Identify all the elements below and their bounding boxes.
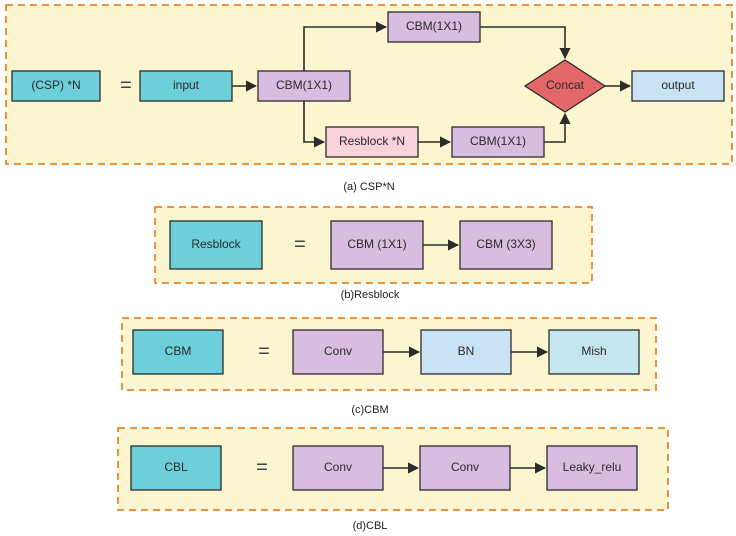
resblock-label: Resblock *N [339, 134, 405, 148]
cbm-bottom-label: CBM(1X1) [470, 134, 526, 148]
cbm-mish-label: Mish [581, 344, 606, 358]
output-box [631, 70, 725, 102]
cbm-bn-label: BN [458, 344, 475, 358]
input-box [139, 70, 233, 102]
cbm-conv-label: Conv [324, 344, 352, 358]
resblock-lhs-box [169, 220, 263, 270]
cbm-bn-box [420, 329, 512, 375]
cbl-conv2-label: Conv [451, 460, 479, 474]
arrow-to-cbm-top [303, 21, 388, 71]
cbl-leaky-label: Leaky_relu [563, 460, 622, 474]
cbl-conv1-label: Conv [324, 460, 352, 474]
resblock-box2 [459, 220, 553, 270]
input-label: input [173, 78, 200, 92]
caption-cbl: (d)CBL [353, 520, 388, 532]
concat-diamond [523, 59, 607, 113]
cbl-conv2-box [419, 445, 511, 491]
csp-equals: = [120, 74, 132, 96]
cbm-bottom-box [451, 126, 545, 158]
caption-resblock: (b)Resblock [341, 289, 400, 301]
caption-csp: (a) CSP*N [343, 181, 394, 193]
concat-label: Concat [546, 78, 585, 92]
cbm-top-box [387, 11, 481, 43]
csp-lhs-label: (CSP) *N [31, 78, 80, 92]
cbl-lhs-label: CBL [164, 460, 188, 474]
cbl-lhs-box [130, 445, 222, 491]
arrow-cbm-bottom-to-concat [544, 112, 571, 143]
arrow-to-resblock [303, 101, 326, 148]
csp-lhs-box [11, 70, 101, 102]
cbm-equals: = [258, 340, 270, 362]
cbm-lhs-label: CBM [165, 344, 192, 358]
resblock-lhs-label: Resblock [191, 237, 241, 251]
cbm-conv-box [292, 329, 384, 375]
resblock-box1-label: CBM (1X1) [347, 237, 406, 251]
cbl-conv1-box [292, 445, 384, 491]
cbl-leaky-box [546, 445, 638, 491]
caption-cbm: (c)CBM [351, 404, 388, 416]
cbm-mish-box [548, 329, 640, 375]
output-label: output [661, 78, 695, 92]
cbm-lhs-box [132, 329, 224, 375]
arrow-cbm-top-to-concat [480, 26, 571, 60]
cbl-equals: = [256, 456, 268, 478]
resblock-equals: = [294, 233, 306, 255]
cbm-top-label: CBM(1X1) [406, 19, 462, 33]
resblock-box2-label: CBM (3X3) [476, 237, 535, 251]
cbm-main-label: CBM(1X1) [276, 78, 332, 92]
resblock-box1 [330, 220, 424, 270]
